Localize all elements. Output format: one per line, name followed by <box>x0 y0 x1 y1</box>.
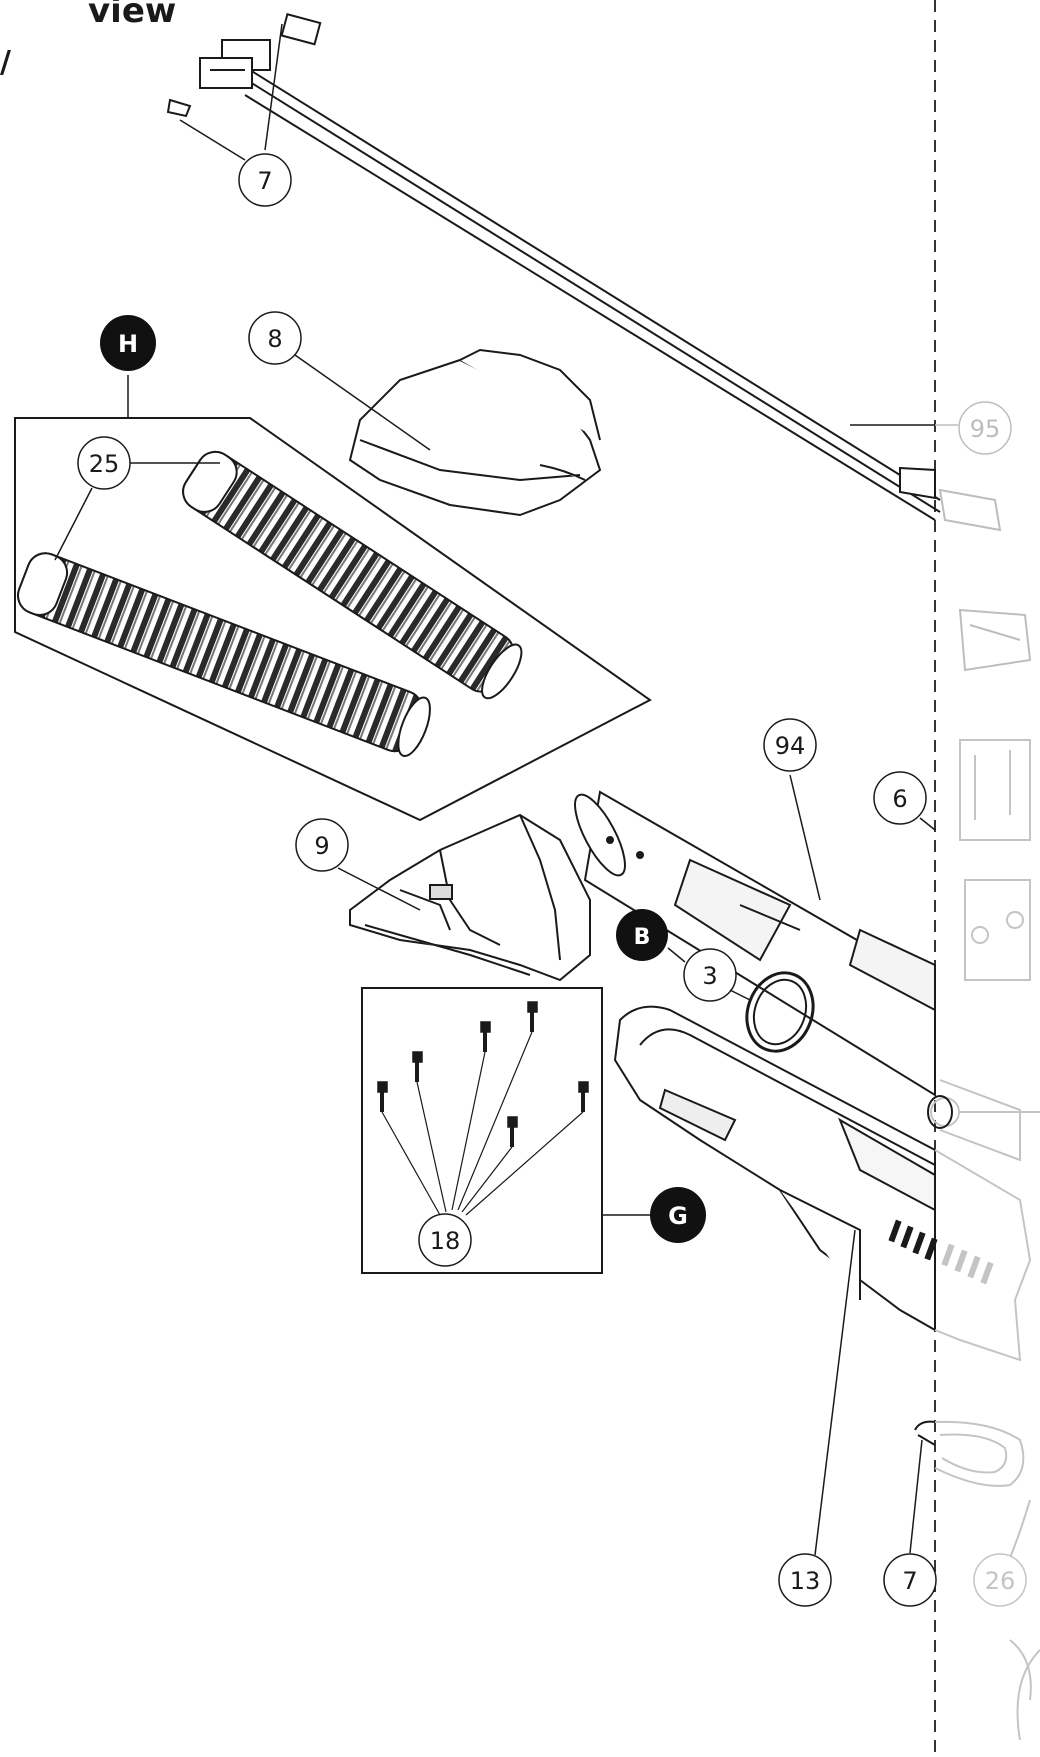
callout-9: 9 <box>314 832 329 860</box>
part-9-bracket <box>349 813 591 982</box>
callout-3: 3 <box>702 962 717 990</box>
hose-lower <box>17 552 431 757</box>
faded-handle-part <box>930 1097 1040 1362</box>
part-3-oring <box>745 971 815 1053</box>
part-8-cover <box>348 348 602 517</box>
callout-7-bottom: 7 <box>902 1567 917 1595</box>
callout-25: 25 <box>89 450 120 478</box>
group-b-badge: B <box>634 925 651 950</box>
callout-13: 13 <box>790 1567 821 1595</box>
group-g-badge: G <box>668 1202 688 1230</box>
callout-26: 26 <box>985 1567 1016 1595</box>
faded-bracket <box>939 739 1031 1162</box>
group-h-badge: H <box>118 330 138 358</box>
callout-94: 94 <box>775 732 806 760</box>
wire-harness <box>166 13 941 521</box>
part-94-tube <box>574 790 936 1097</box>
hose-upper <box>182 450 523 700</box>
part-13-handle <box>613 1005 938 1332</box>
faded-connector <box>938 488 1032 672</box>
callout-95: 95 <box>970 415 1001 443</box>
title-fragment: view <box>88 0 177 31</box>
part-18-screws <box>377 1001 589 1147</box>
screw-leader-lines <box>381 1031 584 1216</box>
small-ring <box>927 1095 953 1129</box>
subtitle-fragment: / <box>0 45 11 80</box>
callout-6: 6 <box>892 785 907 813</box>
group-h-frame <box>14 417 652 822</box>
callout-8: 8 <box>267 325 282 353</box>
part-7-bottom <box>914 1420 936 1446</box>
group-g-frame <box>361 987 603 1274</box>
callout-18: 18 <box>430 1227 461 1255</box>
callout-7-top: 7 <box>257 167 272 195</box>
